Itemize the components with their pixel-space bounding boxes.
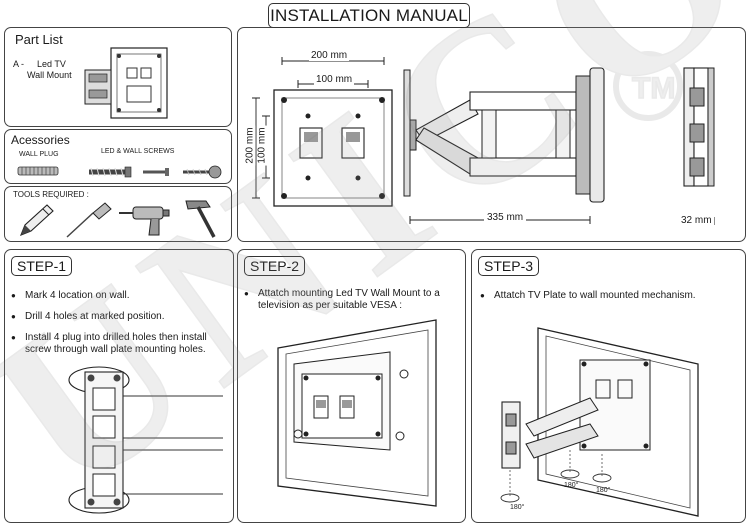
step-2-illustration	[277, 319, 437, 507]
part-item-name-line2: Wall Mount	[27, 70, 72, 80]
hammer-icon	[185, 200, 216, 238]
step-1-instructions: Mark 4 location on wall. Drill 4 holes a…	[11, 290, 226, 365]
accessories-panel: Acessories WALL PLUG LED & WALL SCREWS	[4, 129, 232, 184]
step-3-angle-2: 180°	[564, 482, 579, 489]
wall-plug-icon	[17, 166, 59, 176]
step-1-label: STEP-1	[11, 256, 73, 276]
step-3-illustration	[500, 327, 699, 517]
dimension-drawing	[252, 57, 715, 225]
dim-depth: 32 mm	[679, 215, 714, 226]
step-1-bullet-3: Install 4 plug into drilled holes then i…	[11, 332, 226, 356]
step-2-instructions: Attatch mounting Led TV Wall Mount to a …	[244, 288, 459, 321]
screwdriver-icon	[66, 202, 112, 238]
drill-icon	[119, 206, 170, 236]
step-3-angle-3: 180°	[596, 487, 611, 494]
part-list-panel: Part List A - Led TV Wall Mount	[4, 27, 232, 127]
step-1-panel: STEP-1 Mark 4 location on wall. Drill 4 …	[4, 249, 234, 523]
part-list-heading: Part List	[15, 32, 63, 47]
step-2-label: STEP-2	[244, 256, 306, 276]
dim-width-inner: 100 mm	[314, 74, 355, 85]
accessories-heading: Acessories	[11, 133, 70, 147]
wall-mount-thumbnail	[84, 47, 168, 119]
step-3-panel: STEP-3 Attatch TV Plate to wall mounted …	[471, 249, 746, 523]
screws-icon	[89, 165, 222, 179]
step-1-bullet-1: Mark 4 location on wall.	[11, 290, 226, 302]
step-1-bullet-2: Drill 4 holes at marked position.	[11, 311, 226, 323]
step-2-panel: STEP-2 Attatch mounting Led TV Wall Moun…	[237, 249, 466, 523]
screws-label: LED & WALL SCREWS	[101, 148, 175, 155]
step-3-label: STEP-3	[478, 256, 540, 276]
dim-extension: 335 mm	[484, 212, 527, 223]
pencil-icon	[20, 204, 54, 236]
dimension-panel: 200 mm 100 mm 200 mm 100 mm 335 mm 32 mm	[237, 27, 746, 242]
step-3-bullet-1: Attatch TV Plate to wall mounted mechani…	[480, 290, 740, 302]
step-2-bullet-1: Attatch mounting Led TV Wall Mount to a …	[244, 288, 459, 312]
part-item-name-line1: Led TV	[37, 59, 66, 69]
wall-plug-label: WALL PLUG	[19, 151, 59, 158]
tools-heading: TOOLS REQUIRED :	[13, 190, 89, 199]
tools-panel: TOOLS REQUIRED :	[4, 186, 232, 242]
step-3-angle-1: 180°	[510, 504, 525, 511]
dim-height-outer: 200 mm	[244, 125, 256, 166]
part-item-letter: A -	[13, 59, 25, 69]
step-1-illustration	[68, 366, 223, 514]
manual-title: INSTALLATION MANUAL	[268, 3, 470, 28]
dim-width-outer: 200 mm	[309, 50, 350, 61]
dim-height-inner: 100 mm	[256, 125, 268, 166]
step-3-instructions: Attatch TV Plate to wall mounted mechani…	[480, 290, 740, 311]
